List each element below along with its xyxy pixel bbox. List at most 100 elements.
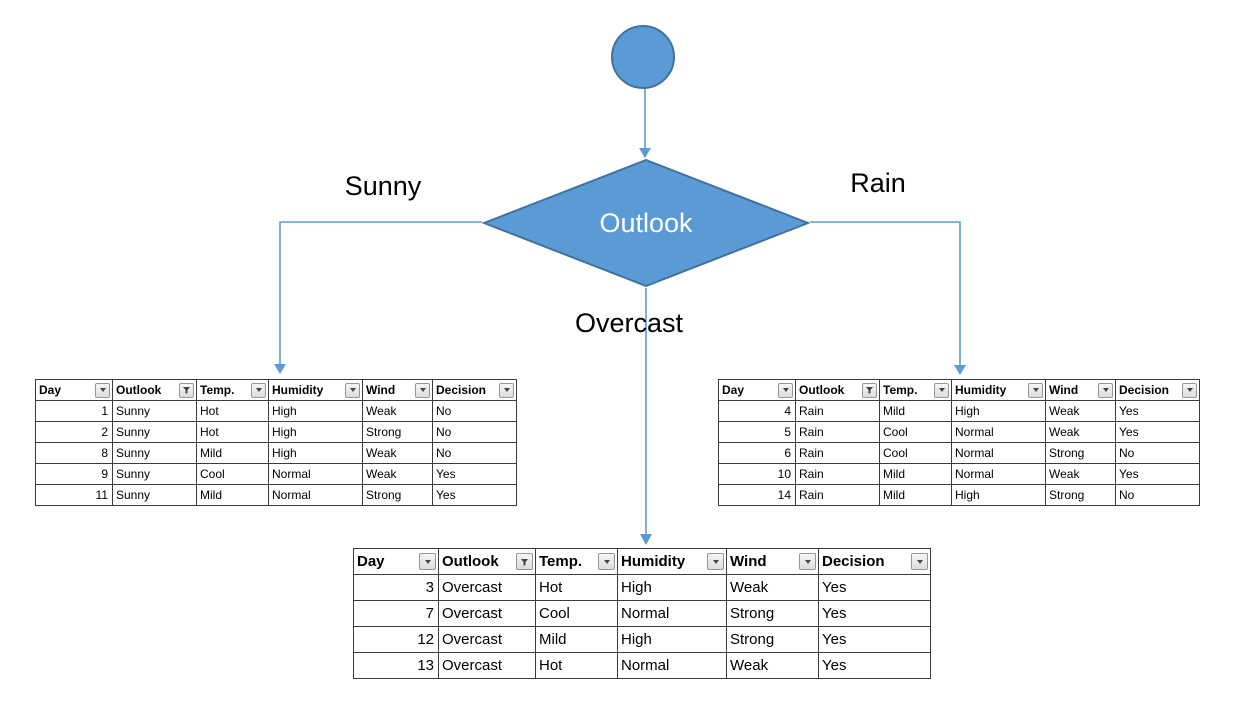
funnel-icon xyxy=(521,558,528,566)
column-label: Temp. xyxy=(200,383,235,397)
table-cell: No xyxy=(1115,442,1200,464)
table-cell: Cool xyxy=(535,600,618,627)
filter-dropdown-button[interactable] xyxy=(251,382,266,398)
dropdown-icon xyxy=(916,559,923,564)
table-cell: Strong xyxy=(726,626,819,653)
column-header-decision: Decision xyxy=(818,548,931,575)
filter-dropdown-button[interactable] xyxy=(598,553,615,570)
filter-dropdown-button[interactable] xyxy=(934,382,949,398)
table-header-row: Day Outlook Temp. Humidity Wind Decision xyxy=(353,548,931,575)
table-cell: Rain xyxy=(795,463,880,485)
branch-label-sunny: Sunny xyxy=(344,171,422,201)
filter-dropdown-button[interactable] xyxy=(778,382,793,398)
column-header-temp: Temp. xyxy=(879,379,952,401)
dropdown-icon xyxy=(1186,388,1193,392)
table-cell: Strong xyxy=(362,421,433,443)
table-cell: Rain xyxy=(795,421,880,443)
table-cell: High xyxy=(617,626,727,653)
table-cell: Normal xyxy=(617,600,727,627)
column-label: Temp. xyxy=(539,553,583,570)
filter-dropdown-button[interactable] xyxy=(911,553,928,570)
table-cell: Weak xyxy=(362,442,433,464)
table-cell: High xyxy=(268,421,363,443)
column-header-temp: Temp. xyxy=(535,548,618,575)
table-cell: 10 xyxy=(718,463,796,485)
column-label: Humidity xyxy=(621,553,686,570)
table-cell: 4 xyxy=(718,400,796,422)
table-cell: No xyxy=(1115,484,1200,506)
table-cell: Strong xyxy=(726,600,819,627)
filter-funnel-button[interactable] xyxy=(516,553,533,570)
table-cell: Weak xyxy=(362,463,433,485)
funnel-icon xyxy=(183,387,190,394)
table-cell: 13 xyxy=(353,652,439,679)
table-cell: Normal xyxy=(617,652,727,679)
table-cell: Weak xyxy=(1045,421,1116,443)
table-cell: Hot xyxy=(535,652,618,679)
table-cell: Normal xyxy=(268,484,363,506)
table-cell: Weak xyxy=(726,652,819,679)
dropdown-icon xyxy=(424,559,431,564)
table-cell: 8 xyxy=(35,442,113,464)
column-label: Wind xyxy=(1049,383,1079,397)
filter-funnel-button[interactable] xyxy=(179,382,194,398)
filter-funnel-button[interactable] xyxy=(862,382,877,398)
filter-dropdown-button[interactable] xyxy=(419,553,436,570)
column-header-outlook: Outlook xyxy=(795,379,880,401)
column-label: Humidity xyxy=(272,383,324,397)
filter-dropdown-button[interactable] xyxy=(499,382,514,398)
column-header-day: Day xyxy=(353,548,439,575)
filter-dropdown-button[interactable] xyxy=(1182,382,1197,398)
funnel-icon xyxy=(866,387,873,394)
column-label: Wind xyxy=(366,383,396,397)
table-cell: Sunny xyxy=(112,421,197,443)
column-header-decision: Decision xyxy=(432,379,517,401)
table-cell: Weak xyxy=(1045,400,1116,422)
branch-label-rain: Rain xyxy=(850,168,906,198)
column-label: Day xyxy=(722,383,745,397)
table-cell: Cool xyxy=(196,463,269,485)
dropdown-icon xyxy=(1032,388,1039,392)
table-cell: Mild xyxy=(879,400,952,422)
connector-sunny xyxy=(279,221,482,364)
filter-dropdown-button[interactable] xyxy=(707,553,724,570)
column-header-outlook: Outlook xyxy=(112,379,197,401)
dropdown-icon xyxy=(938,388,945,392)
diamond-shape-icon xyxy=(482,159,810,287)
dropdown-icon xyxy=(603,559,610,564)
table-cell: Rain xyxy=(795,442,880,464)
column-header-humidity: Humidity xyxy=(617,548,727,575)
arrowhead-icon xyxy=(274,364,286,374)
dropdown-icon xyxy=(503,388,510,392)
filter-dropdown-button[interactable] xyxy=(799,553,816,570)
table-cell: Sunny xyxy=(112,400,197,422)
filter-dropdown-button[interactable] xyxy=(1028,382,1043,398)
table-cell: No xyxy=(432,400,517,422)
table-cell: Yes xyxy=(1115,400,1200,422)
dropdown-icon xyxy=(419,388,426,392)
arrowhead-icon xyxy=(639,148,651,158)
table-cell: Overcast xyxy=(438,626,536,653)
filter-dropdown-button[interactable] xyxy=(415,382,430,398)
table-cell: Overcast xyxy=(438,600,536,627)
table-cell: Sunny xyxy=(112,442,197,464)
filter-dropdown-button[interactable] xyxy=(1098,382,1113,398)
filter-dropdown-button[interactable] xyxy=(345,382,360,398)
table-cell: Normal xyxy=(951,442,1046,464)
filter-dropdown-button[interactable] xyxy=(95,382,110,398)
table-cell: Hot xyxy=(196,421,269,443)
column-header-temp: Temp. xyxy=(196,379,269,401)
table-cell: High xyxy=(268,400,363,422)
table-cell: Mild xyxy=(879,463,952,485)
table-cell: Sunny xyxy=(112,484,197,506)
column-header-wind: Wind xyxy=(362,379,433,401)
rain-table: Day Outlook Temp. Humidity Wind Decision… xyxy=(718,379,1200,506)
table-cell: 5 xyxy=(718,421,796,443)
column-label: Humidity xyxy=(955,383,1007,397)
column-header-decision: Decision xyxy=(1115,379,1200,401)
